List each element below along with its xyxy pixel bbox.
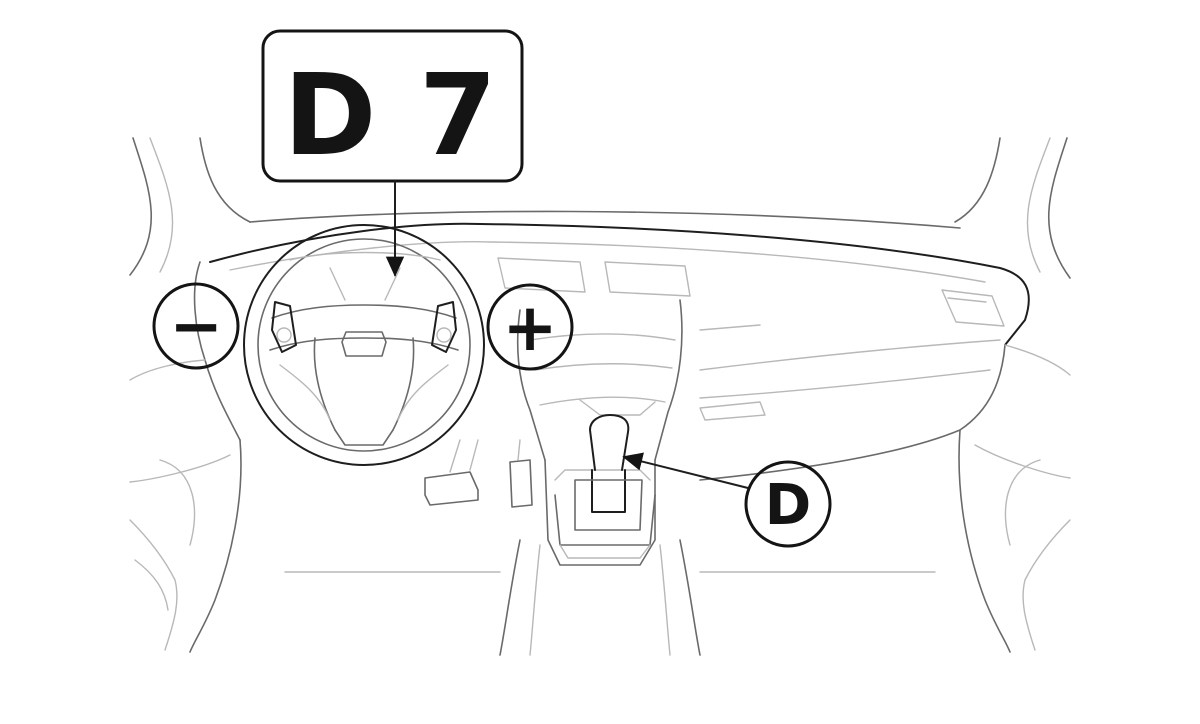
gear-indicator-callout: D 7 [261, 29, 524, 277]
shift-position-label: D [765, 473, 811, 538]
minus-symbol: − [169, 290, 223, 364]
gear-indicator-box [261, 29, 524, 183]
center-console [499, 299, 701, 656]
pedals [424, 439, 533, 508]
steering-wheel [243, 224, 485, 466]
a-pillar-left [129, 137, 251, 276]
plus-callout-circle [486, 283, 574, 371]
shift-position-circle [744, 460, 832, 548]
dashboard [193, 210, 1030, 481]
minus-callout-circle [152, 282, 240, 370]
shift-position-callout: D [622, 452, 832, 548]
floor-and-doors [129, 344, 1071, 653]
minus-paddle-callout: − [152, 282, 240, 370]
shift-lever [554, 414, 656, 559]
a-pillar-right [954, 137, 1071, 279]
gear-letter: D [284, 51, 377, 181]
gear-number: 7 [419, 51, 497, 181]
plus-symbol: + [502, 289, 557, 366]
plus-paddle-callout: + [486, 283, 574, 371]
shift-position-leader [622, 452, 749, 489]
